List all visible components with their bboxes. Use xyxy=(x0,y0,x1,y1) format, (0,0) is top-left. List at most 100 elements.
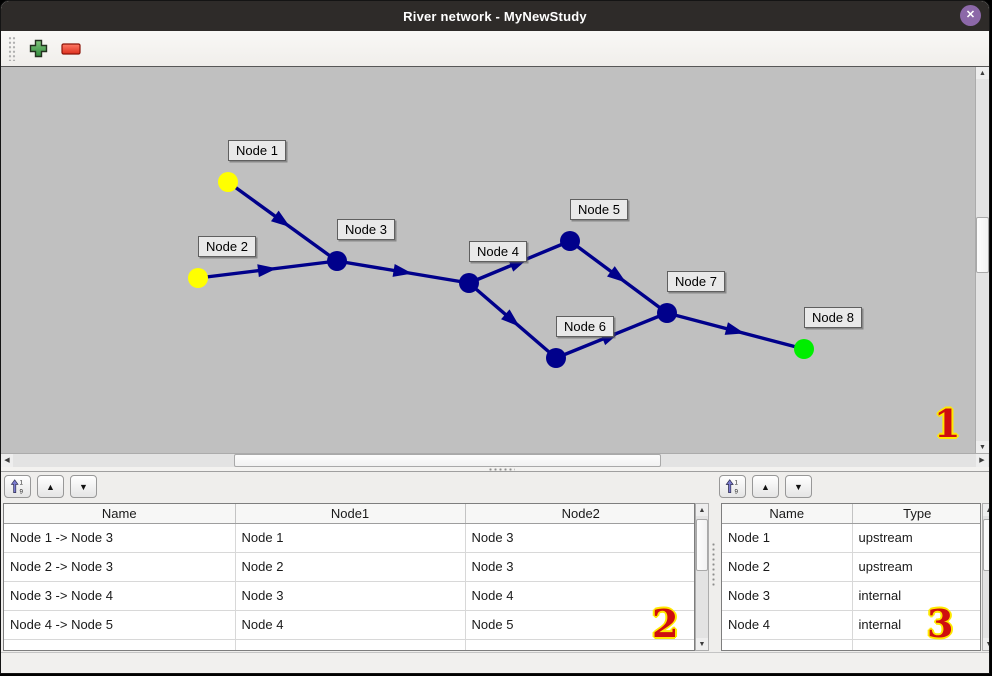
main-toolbar xyxy=(1,31,989,67)
scroll-up-button[interactable]: ▲ xyxy=(983,504,989,516)
table-cell: Node 3 xyxy=(465,523,694,553)
column-header[interactable]: Type xyxy=(852,504,980,524)
vertical-splitter[interactable] xyxy=(711,472,716,652)
links-toolbar: 1 9 ▲ ▼ xyxy=(4,475,97,498)
node-label-4[interactable]: Node 4 xyxy=(469,241,527,262)
table-cell: Node 3 xyxy=(722,581,853,611)
links-vscrollbar[interactable]: ▲ ▼ xyxy=(695,503,709,651)
node-circle-6[interactable] xyxy=(546,348,566,368)
node-label-8[interactable]: Node 8 xyxy=(804,307,862,328)
move-up-button[interactable]: ▲ xyxy=(752,475,779,498)
table-cell: Node 1 xyxy=(235,523,466,553)
move-up-button[interactable]: ▲ xyxy=(37,475,64,498)
node-circle-3[interactable] xyxy=(327,251,347,271)
move-down-button[interactable]: ▼ xyxy=(70,475,97,498)
table-cell: upstream xyxy=(852,523,980,553)
table-cell xyxy=(722,639,853,650)
close-icon: ✕ xyxy=(965,9,976,21)
scrollbar-thumb[interactable] xyxy=(696,519,708,571)
window-title: River network - MyNewStudy xyxy=(403,8,587,24)
add-button[interactable] xyxy=(29,39,48,58)
remove-button[interactable] xyxy=(61,42,81,55)
node-label-3[interactable]: Node 3 xyxy=(337,219,395,240)
scroll-up-icon: ▲ xyxy=(979,69,986,77)
scroll-up-icon: ▲ xyxy=(986,507,989,514)
scroll-down-icon: ▼ xyxy=(698,640,706,648)
title-bar[interactable]: River network - MyNewStudy ✕ xyxy=(1,1,989,31)
sort-button[interactable]: 1 9 xyxy=(4,475,31,498)
scroll-down-button[interactable]: ▼ xyxy=(696,638,708,650)
scrollbar-thumb[interactable] xyxy=(983,519,989,571)
sort-button[interactable]: 1 9 xyxy=(719,475,746,498)
splitter-grip-dots xyxy=(488,468,515,471)
scroll-right-icon: ▶ xyxy=(979,457,985,464)
node-label-6[interactable]: Node 6 xyxy=(556,316,614,337)
scroll-up-button[interactable]: ▲ xyxy=(976,67,989,79)
annotation-3: 3 xyxy=(927,601,954,646)
node-circle-1[interactable] xyxy=(218,172,238,192)
canvas-hscrollbar[interactable]: ◀ ▶ xyxy=(1,453,989,467)
node-circle-2[interactable] xyxy=(188,268,208,288)
close-button[interactable]: ✕ xyxy=(960,5,981,26)
table-cell: Node 3 xyxy=(465,552,694,582)
table-cell: Node 1 -> Node 3 xyxy=(4,523,236,553)
horizontal-splitter[interactable] xyxy=(1,467,989,472)
node-label-5[interactable]: Node 5 xyxy=(570,199,628,220)
toolbar-drag-handle[interactable] xyxy=(8,36,16,61)
table-cell: Node 2 -> Node 3 xyxy=(4,552,236,582)
scroll-down-button[interactable]: ▼ xyxy=(983,638,989,650)
nodes-vscrollbar[interactable]: ▲ ▼ xyxy=(982,503,989,651)
scroll-up-button[interactable]: ▲ xyxy=(696,504,708,516)
node-circle-5[interactable] xyxy=(560,231,580,251)
annotation-1: 1 xyxy=(934,401,961,446)
plus-icon xyxy=(29,39,48,58)
move-down-button[interactable]: ▼ xyxy=(785,475,812,498)
annotation-2: 2 xyxy=(652,601,679,646)
scroll-right-button[interactable]: ▶ xyxy=(976,454,988,467)
column-header[interactable]: Name xyxy=(722,504,853,524)
column-header[interactable]: Node2 xyxy=(465,504,694,524)
scroll-left-icon: ◀ xyxy=(4,457,10,464)
move-up-icon: ▲ xyxy=(46,481,55,492)
column-header[interactable]: Name xyxy=(4,504,236,524)
splitter-grip-dots xyxy=(712,542,715,587)
table-cell: Node 4 xyxy=(235,610,466,640)
column-header[interactable]: Node1 xyxy=(235,504,466,524)
scroll-down-button[interactable]: ▼ xyxy=(976,441,989,453)
table-cell: internal xyxy=(852,610,980,640)
table-cell xyxy=(235,639,466,650)
scroll-down-icon: ▼ xyxy=(979,443,986,451)
node-circle-4[interactable] xyxy=(459,273,479,293)
node-circle-8[interactable] xyxy=(794,339,814,359)
canvas-row: Node 1 Node 2 Node 3 Node 4 Node 5 Node 6 Node… xyxy=(1,67,989,453)
network-canvas[interactable]: Node 1 Node 2 Node 3 Node 4 Node 5 Node 6 Node… xyxy=(1,67,975,453)
table-cell: Node 4 xyxy=(722,610,853,640)
table-cell: Node 4 -> Node 5 xyxy=(4,610,236,640)
scrollbar-thumb[interactable] xyxy=(234,454,661,467)
canvas-vscrollbar[interactable]: ▲ ▼ xyxy=(975,67,989,453)
move-up-icon: ▲ xyxy=(761,481,770,492)
scrollbar-thumb[interactable] xyxy=(976,217,989,273)
node-circle-7[interactable] xyxy=(657,303,677,323)
scroll-left-button[interactable]: ◀ xyxy=(1,454,13,467)
node-label-1[interactable]: Node 1 xyxy=(228,140,286,161)
node-label-7[interactable]: Node 7 xyxy=(667,271,725,292)
node-label-2[interactable]: Node 2 xyxy=(198,236,256,257)
svg-text:9: 9 xyxy=(735,488,739,495)
scroll-down-icon: ▼ xyxy=(986,641,989,648)
sort-ascending-icon: 1 9 xyxy=(10,479,24,495)
table-cell xyxy=(4,639,236,650)
